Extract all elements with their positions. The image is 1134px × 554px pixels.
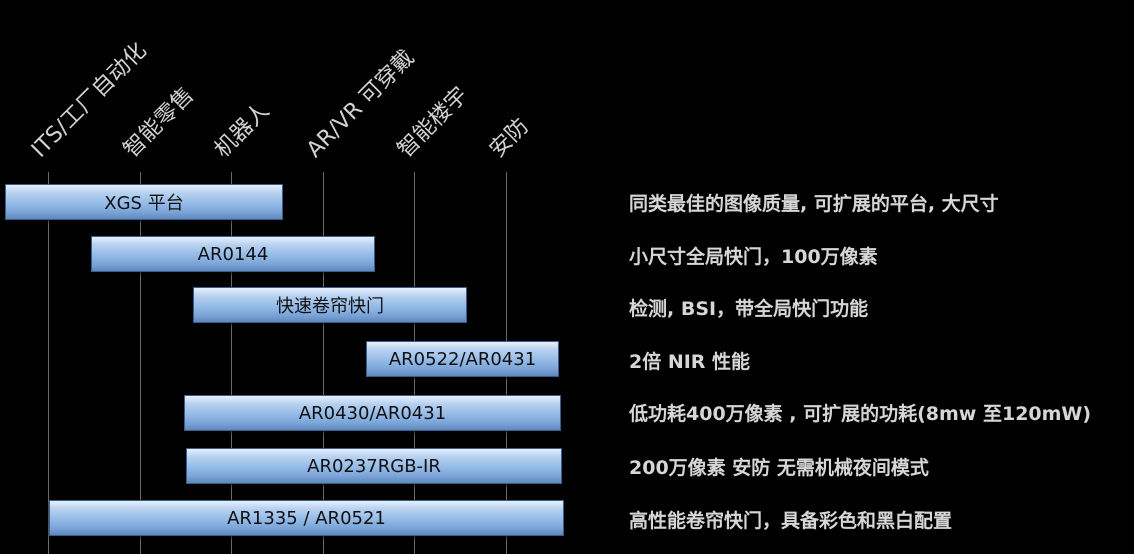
category-line-arvr xyxy=(323,172,324,554)
product-bar-label: AR0144 xyxy=(197,243,269,265)
product-bar-xgs: XGS 平台 xyxy=(5,184,283,220)
product-bar-label: 快速卷帘快门 xyxy=(276,296,384,317)
category-label-robot: 机器人 xyxy=(210,98,275,163)
product-description-ar0237: 200万像素 安防 无需机械夜间模式 xyxy=(629,457,929,479)
category-label-security: 安防 xyxy=(485,113,534,163)
product-bar-ar0237: AR0237RGB-IR xyxy=(186,448,562,484)
category-line-robot xyxy=(231,172,232,554)
product-bar-label: XGS 平台 xyxy=(104,193,184,214)
product-description-xgs: 同类最佳的图像质量, 可扩展的平台, 大尺寸 xyxy=(629,193,999,215)
product-bar-ar0430: AR0430/AR0431 xyxy=(184,395,561,431)
product-description-rolling-shutter: 检测, BSI，带全局快门功能 xyxy=(629,298,869,320)
product-bar-label: AR0237RGB-IR xyxy=(307,455,441,477)
product-bar-label: AR0430/AR0431 xyxy=(298,402,447,424)
category-line-retail xyxy=(140,172,141,554)
product-bar-ar0144: AR0144 xyxy=(91,236,375,272)
product-description-ar0522: 2倍 NIR 性能 xyxy=(629,351,751,373)
product-bar-label: AR0522/AR0431 xyxy=(388,348,537,370)
product-bar-label: AR1335 / AR0521 xyxy=(227,507,386,529)
product-description-ar0430: 低功耗400万像素 , 可扩展的功耗(8mw 至120mW) xyxy=(629,403,1092,425)
product-bar-ar0522: AR0522/AR0431 xyxy=(366,341,559,377)
product-bar-rolling-shutter: 快速卷帘快门 xyxy=(193,287,467,323)
category-label-building: 智能楼宇 xyxy=(393,82,473,163)
product-bar-ar1335: AR1335 / AR0521 xyxy=(49,500,564,536)
product-description-ar0144: 小尺寸全局快门，100万像素 xyxy=(629,246,878,268)
category-label-retail: 智能零售 xyxy=(119,82,199,163)
category-line-its xyxy=(48,172,49,554)
product-description-ar1335: 高性能卷帘快门，具备彩色和黑白配置 xyxy=(629,510,953,532)
